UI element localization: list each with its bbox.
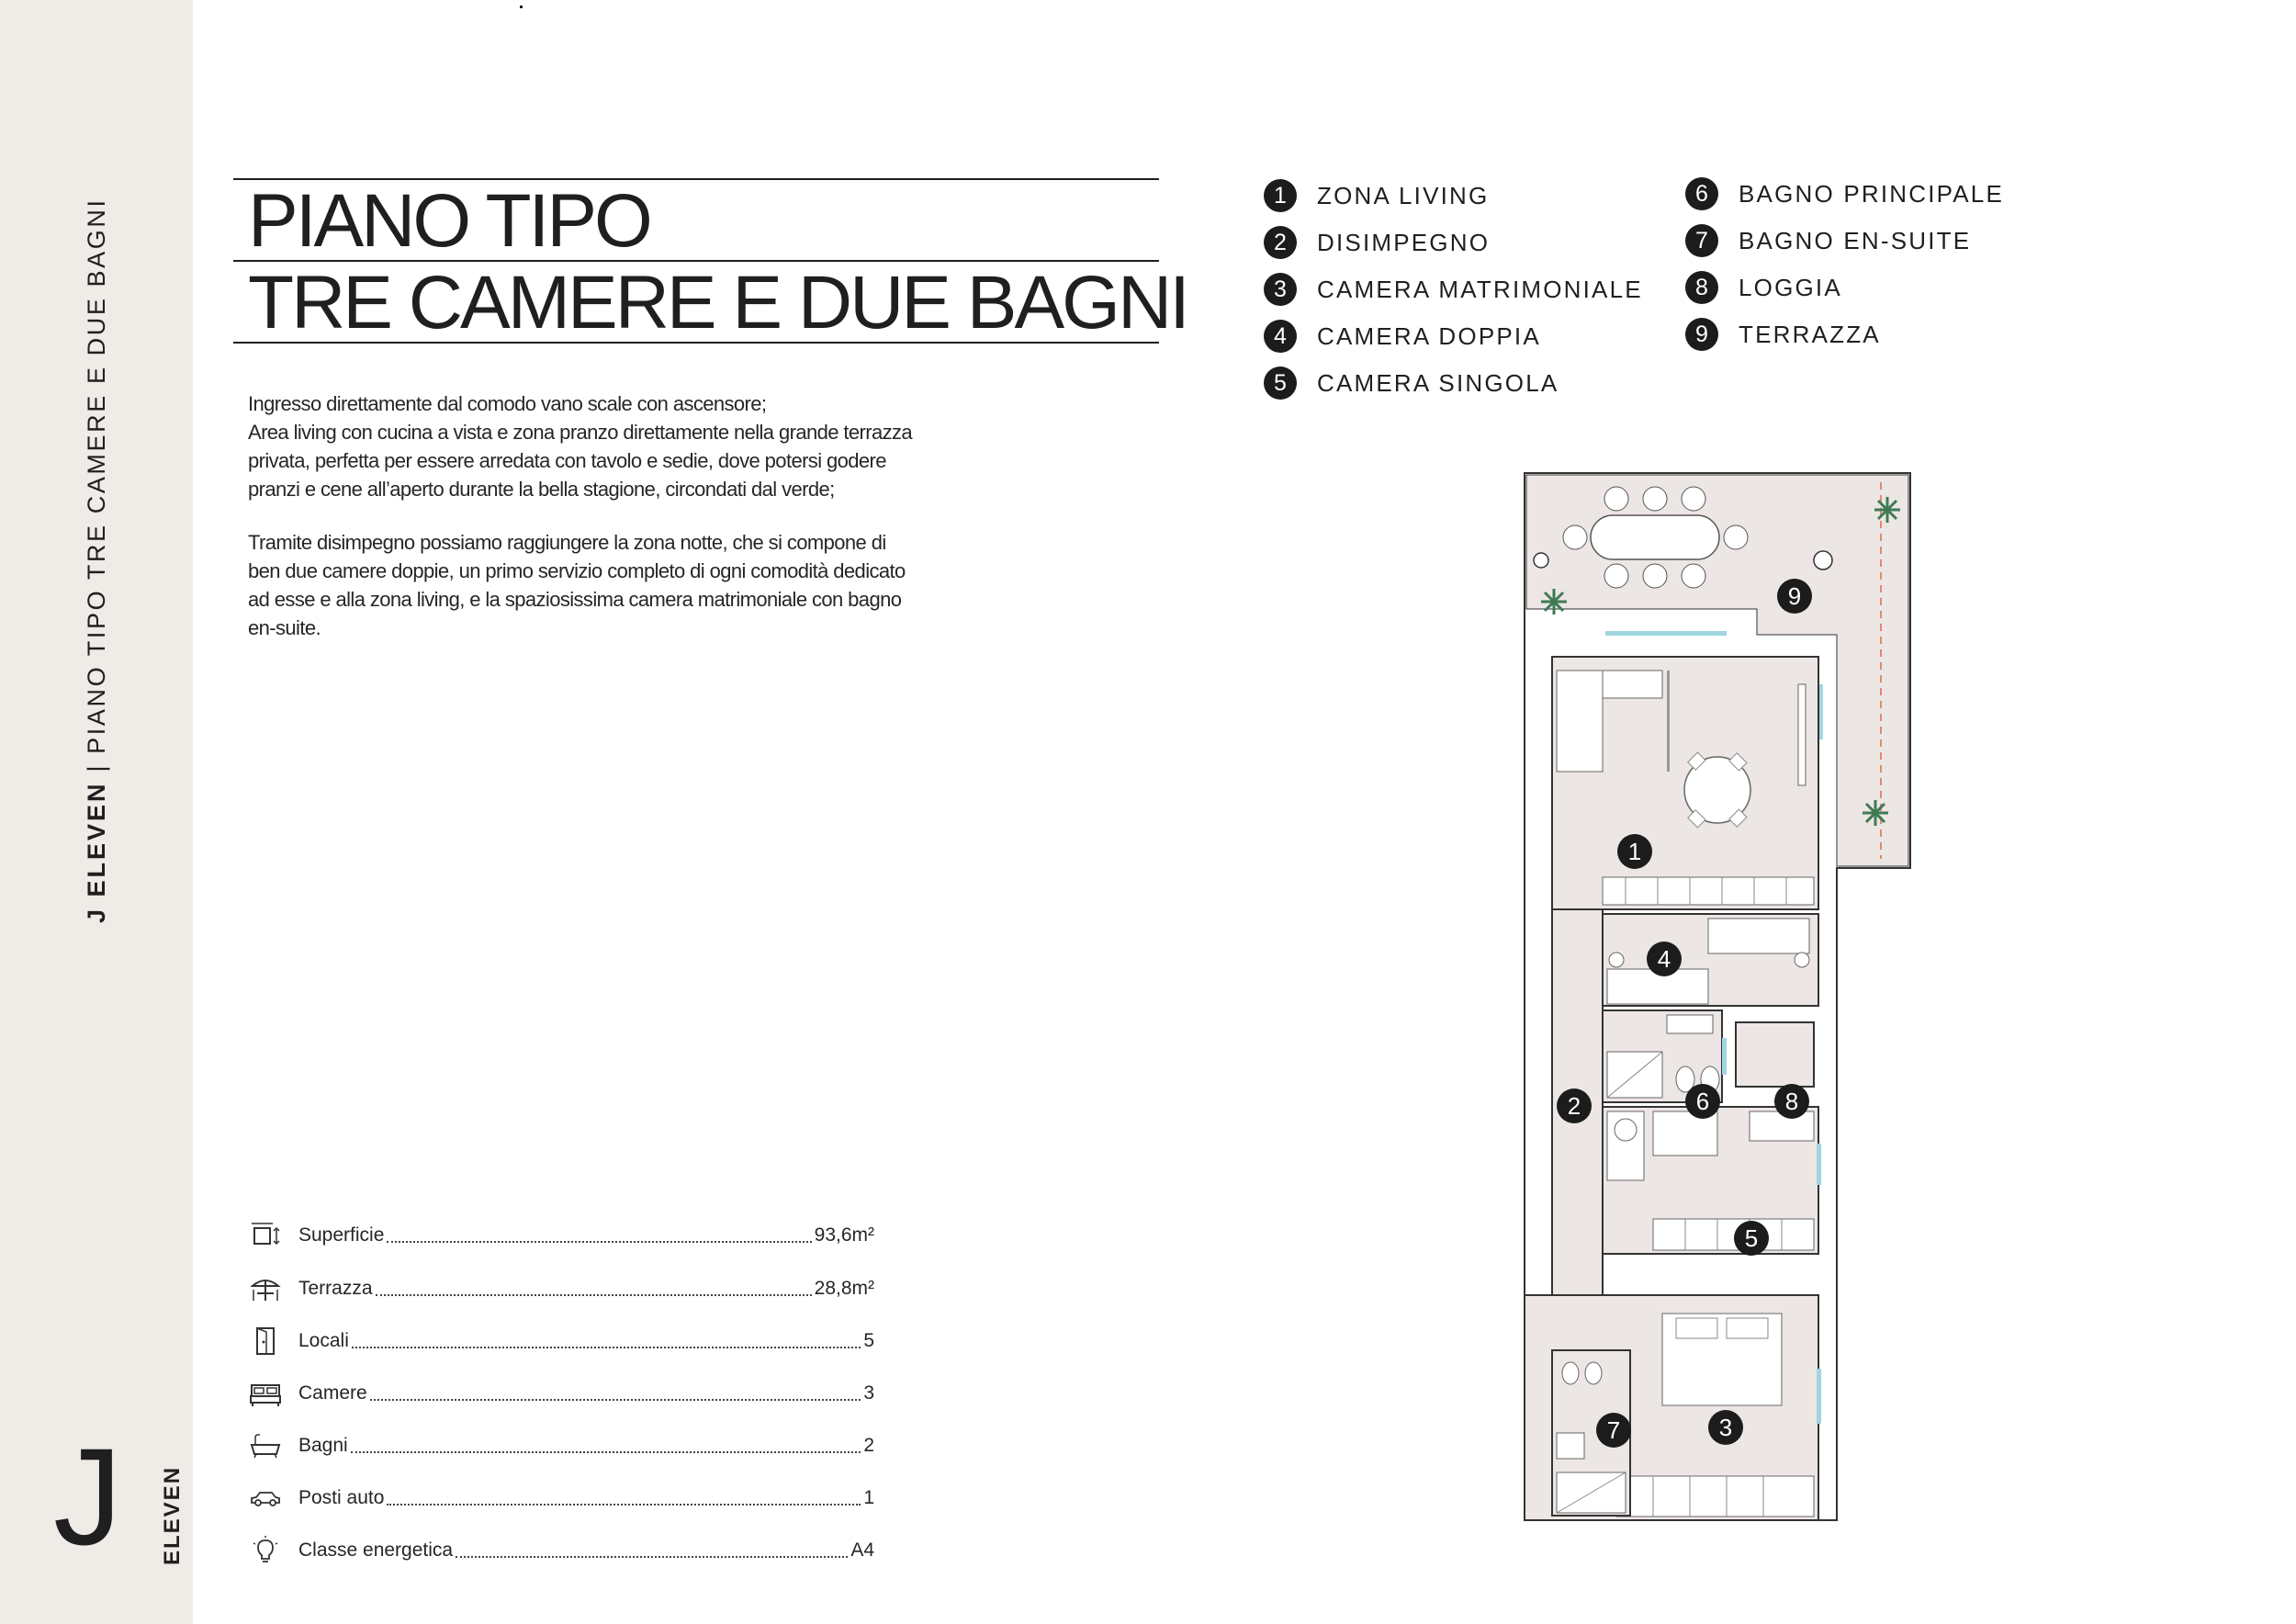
spec-value: 1 <box>863 1487 874 1508</box>
legend-label: DISIMPEGNO <box>1317 228 1491 256</box>
lightbulb-icon <box>253 1536 278 1562</box>
description-line: ad esse e alla zona living, e la spazios… <box>248 588 902 611</box>
spec-value: 93,6m² <box>814 1224 874 1246</box>
description-paragraph-1: Ingresso direttamente dal comodo vano sc… <box>248 389 974 503</box>
description-line: en-suite. <box>248 616 321 639</box>
spec-label: Posti auto <box>298 1487 385 1508</box>
description-line: Ingresso direttamente dal comodo vano sc… <box>248 392 767 415</box>
spec-row: Camere 3 <box>248 1378 874 1409</box>
legend-number: 4 <box>1264 320 1297 353</box>
legend-label: BAGNO EN-SUITE <box>1739 226 1972 254</box>
spec-value: 28,8m² <box>814 1278 874 1299</box>
legend-number: 2 <box>1264 226 1297 259</box>
description-line: ben due camere doppie, un primo servizio… <box>248 559 906 582</box>
separator: | <box>83 762 110 773</box>
page-title-line1: PIANO TIPO <box>248 179 653 263</box>
legend-item: 1 ZONA LIVING <box>1264 177 1489 214</box>
car-icon <box>251 1492 280 1506</box>
legend-number: 8 <box>1685 271 1718 304</box>
vertical-subtitle: PIANO TIPO TRE CAMERE E DUE BAGNI <box>83 197 110 754</box>
spec-label: Superficie <box>298 1224 385 1246</box>
legend-label: CAMERA DOPPIA <box>1317 321 1541 350</box>
legend-number: 7 <box>1685 224 1718 257</box>
plan-marker: 1 <box>1617 834 1652 869</box>
title-rule-bottom <box>233 342 1159 344</box>
legend-label: BAGNO PRINCIPALE <box>1739 179 2005 208</box>
spec-row: Terrazza 28,8m² <box>248 1273 874 1304</box>
legend-label: TERRAZZA <box>1739 320 1881 348</box>
legend-item: 2 DISIMPEGNO <box>1264 224 1490 261</box>
spec-label: Locali <box>298 1330 349 1351</box>
legend-label: CAMERA SINGOLA <box>1317 368 1559 397</box>
bathtub-icon <box>250 1434 281 1459</box>
title-rule-top <box>233 178 1159 180</box>
spec-label: Camere <box>298 1382 367 1404</box>
spec-label: Terrazza <box>298 1278 373 1299</box>
logo-letter: J <box>53 1419 122 1573</box>
door-icon <box>256 1327 275 1355</box>
bed-icon <box>250 1384 281 1406</box>
legend-label: ZONA LIVING <box>1317 181 1490 209</box>
page-title-line2: TRE CAMERE E DUE BAGNI <box>248 261 1190 344</box>
dot-leader <box>351 1334 861 1348</box>
legend-item: 3 CAMERA MATRIMONIALE <box>1264 271 1643 308</box>
plan-marker: 8 <box>1774 1084 1809 1119</box>
legend-number: 3 <box>1264 273 1297 306</box>
description-line: privata, perfetta per essere arredata co… <box>248 449 887 472</box>
spec-value: 2 <box>863 1435 874 1456</box>
spec-label: Classe energetica <box>298 1539 454 1561</box>
plan-marker: 3 <box>1708 1410 1743 1445</box>
area-icon <box>252 1223 280 1246</box>
spec-row: Locali 5 <box>248 1325 874 1357</box>
legend-item: 6 BAGNO PRINCIPALE <box>1685 175 2004 212</box>
description-line: pranzi e cene all’aperto durante la bell… <box>248 478 835 501</box>
dot-leader <box>350 1438 861 1453</box>
floor-plan-drawing <box>1524 472 1911 1521</box>
top-mark <box>520 6 523 8</box>
spec-label: Bagni <box>298 1435 348 1456</box>
spec-row: Superficie 93,6m² <box>248 1220 874 1251</box>
plan-marker: 9 <box>1777 579 1812 614</box>
spec-value: 5 <box>863 1330 874 1351</box>
legend-item: 8 LOGGIA <box>1685 269 1842 306</box>
vertical-heading: J ELEVEN | PIANO TIPO TRE CAMERE E DUE BAG… <box>83 197 111 923</box>
legend-item: 4 CAMERA DOPPIA <box>1264 318 1541 355</box>
plan-marker: 2 <box>1557 1088 1592 1123</box>
spec-row: Classe energetica A4 <box>248 1535 874 1566</box>
logo-word: ELEVEN <box>160 1465 185 1565</box>
dot-leader <box>456 1543 849 1558</box>
legend-number: 6 <box>1685 177 1718 210</box>
legend-label: CAMERA MATRIMONIALE <box>1317 275 1643 303</box>
legend-number: 9 <box>1685 318 1718 351</box>
dot-leader <box>387 1228 812 1243</box>
legend-number: 5 <box>1264 367 1297 400</box>
dot-leader <box>369 1386 861 1401</box>
plan-marker: 5 <box>1734 1221 1769 1256</box>
spec-row: Posti auto 1 <box>248 1483 874 1514</box>
description-line: Area living con cucina a vista e zona pr… <box>248 421 913 444</box>
plan-marker: 4 <box>1647 942 1682 976</box>
legend-item: 5 CAMERA SINGOLA <box>1264 365 1559 401</box>
plan-marker: 7 <box>1596 1413 1631 1448</box>
sidebar <box>0 0 193 1624</box>
legend-item: 7 BAGNO EN-SUITE <box>1685 222 1971 259</box>
floor-plan: 1 2 3 4 5 6 7 8 9 <box>1506 464 1929 1534</box>
description-line: Tramite disimpegno possiamo raggiungere … <box>248 531 886 554</box>
spec-row: Bagni 2 <box>248 1430 874 1461</box>
plan-marker: 6 <box>1685 1084 1720 1119</box>
legend-number: 1 <box>1264 179 1297 212</box>
spec-value: A4 <box>850 1539 874 1561</box>
description-paragraph-2: Tramite disimpegno possiamo raggiungere … <box>248 528 974 642</box>
legend-item: 9 TERRAZZA <box>1685 316 1881 353</box>
logo: J ELEVEN <box>53 1427 185 1571</box>
dot-leader <box>375 1281 812 1296</box>
spec-value: 3 <box>863 1382 874 1404</box>
umbrella-table-icon <box>250 1280 281 1301</box>
title-rule-middle <box>233 260 1159 262</box>
brand-name: J ELEVEN <box>83 781 110 923</box>
dot-leader <box>387 1491 861 1506</box>
legend-label: LOGGIA <box>1739 273 1842 301</box>
